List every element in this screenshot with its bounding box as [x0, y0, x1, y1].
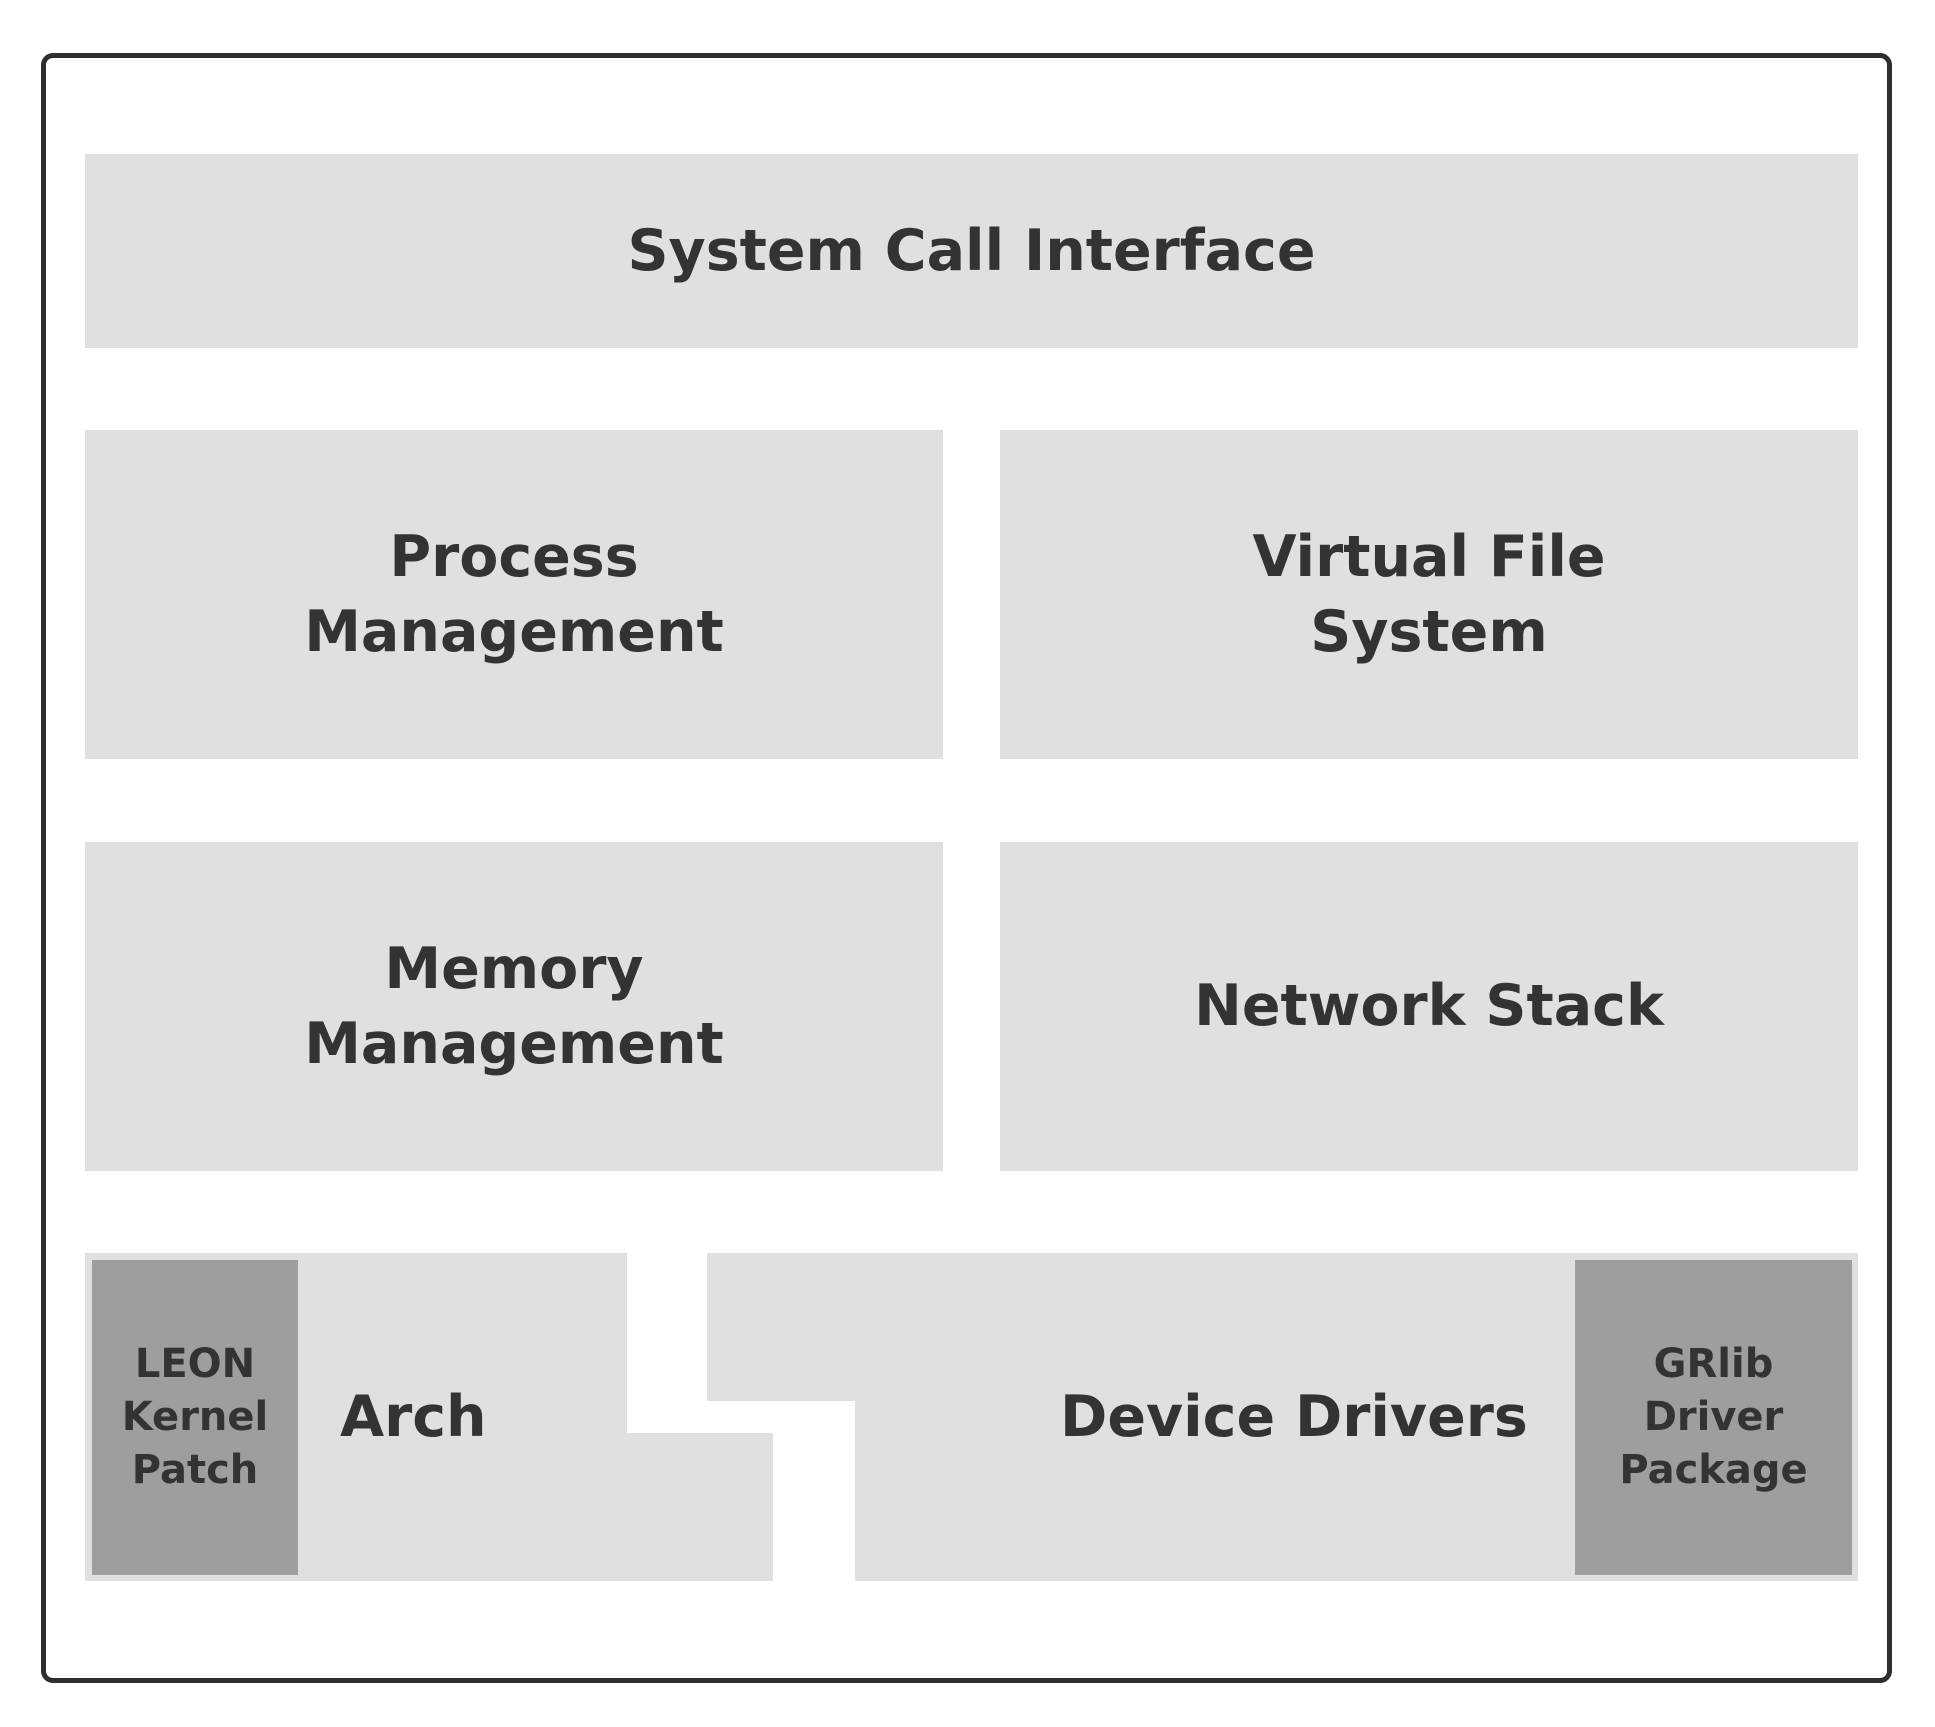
arch-label: Arch: [340, 1384, 487, 1450]
virtual-file-system-label-line1: Virtual File: [1252, 523, 1606, 590]
grlib-driver-package-label-line3: Package: [1619, 1447, 1808, 1493]
memory-management-label-line1: Memory: [384, 935, 644, 1002]
grlib-driver-package-label-line2: Driver: [1643, 1394, 1784, 1440]
system-call-interface-block: System Call Interface: [85, 154, 1858, 348]
leon-kernel-patch-label-line2: Kernel: [121, 1394, 269, 1440]
grlib-driver-package-block: GRlib Driver Package: [1575, 1260, 1852, 1575]
process-management-block: Process Management: [85, 430, 943, 759]
leon-kernel-patch-label-line1: LEON: [134, 1341, 256, 1387]
device-drivers-block: [707, 1253, 1858, 1581]
network-stack-block: Network Stack: [1000, 842, 1858, 1171]
memory-management-block: Memory Management: [85, 842, 943, 1171]
virtual-file-system-block: Virtual File System: [1000, 430, 1858, 759]
grlib-driver-package-label-line1: GRlib: [1653, 1341, 1774, 1387]
leon-kernel-patch-block: LEON Kernel Patch: [92, 1260, 298, 1575]
process-management-label-line1: Process: [389, 523, 639, 590]
memory-management-label-line2: Management: [304, 1010, 724, 1077]
process-management-label-line2: Management: [304, 598, 724, 665]
device-drivers-label: Device Drivers: [1060, 1384, 1528, 1450]
system-call-interface-label: System Call Interface: [627, 217, 1316, 284]
leon-kernel-patch-label-line3: Patch: [131, 1447, 259, 1493]
network-stack-label: Network Stack: [1194, 973, 1664, 1039]
virtual-file-system-label-line2: System: [1310, 598, 1548, 665]
